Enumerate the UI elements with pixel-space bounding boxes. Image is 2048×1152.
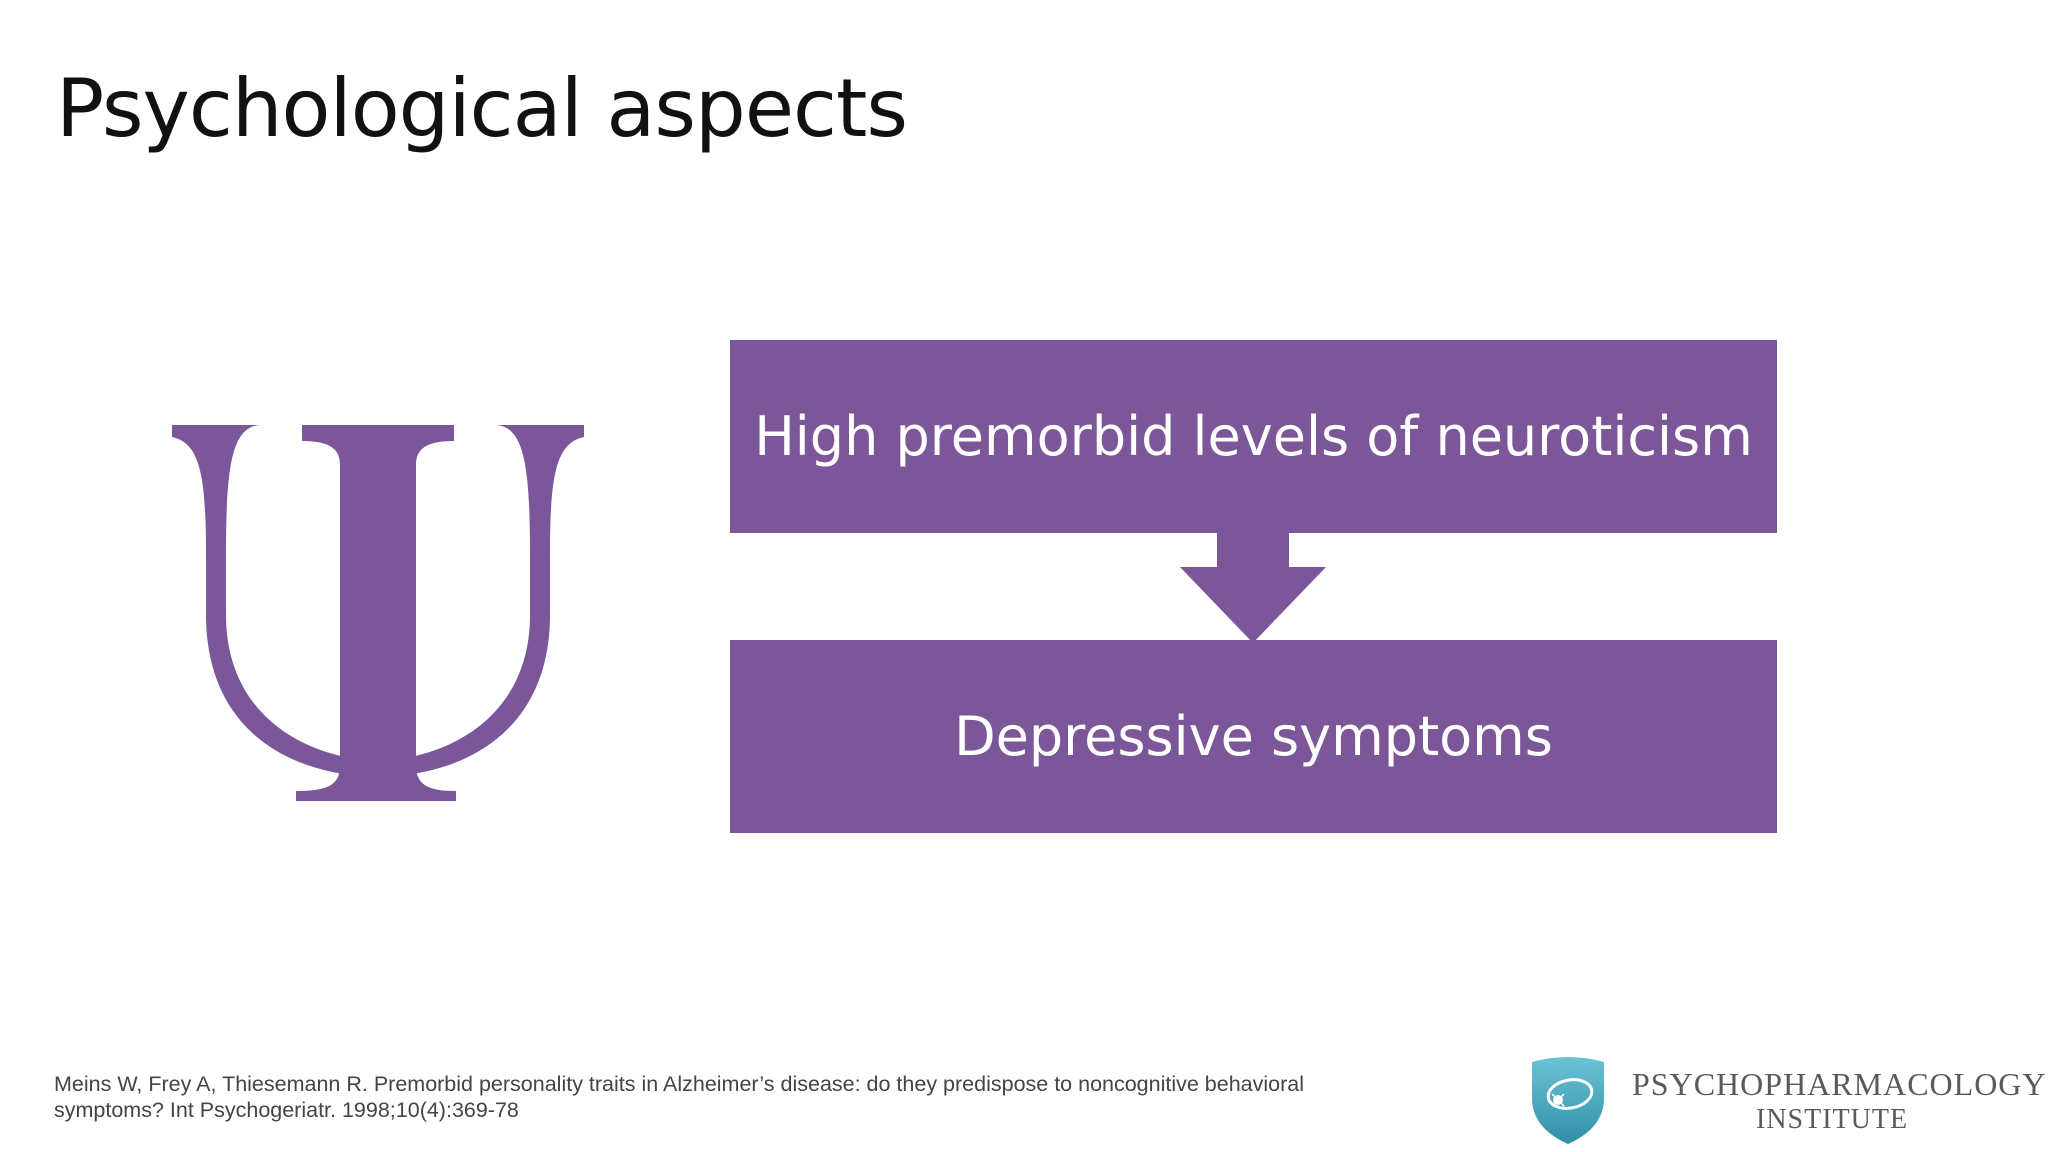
down-arrow-icon	[1180, 533, 1326, 643]
neuroticism-box: High premorbid levels of neuroticism	[730, 340, 1777, 533]
depressive-symptoms-label: Depressive symptoms	[954, 705, 1553, 768]
psi-icon	[172, 425, 584, 801]
depressive-symptoms-box: Depressive symptoms	[730, 640, 1777, 833]
neuroticism-label: High premorbid levels of neuroticism	[754, 405, 1753, 468]
citation-line-1: Meins W, Frey A, Thiesemann R. Premorbid…	[54, 1072, 1305, 1096]
institute-logo: PSYCHOPHARMACOLOGY INSTITUTE	[1528, 1054, 2046, 1150]
citation-line-2: symptoms? Int Psychogeriatr. 1998;10(4):…	[54, 1098, 519, 1122]
slide-title: Psychological aspects	[56, 62, 908, 155]
citation: Meins W, Frey A, Thiesemann R. Premorbid…	[54, 1071, 1474, 1123]
shield-logo-icon	[1532, 1057, 1604, 1144]
logo-text-line-1: PSYCHOPHARMACOLOGY	[1632, 1066, 2047, 1102]
logo-text-line-2: INSTITUTE	[1756, 1104, 1909, 1135]
